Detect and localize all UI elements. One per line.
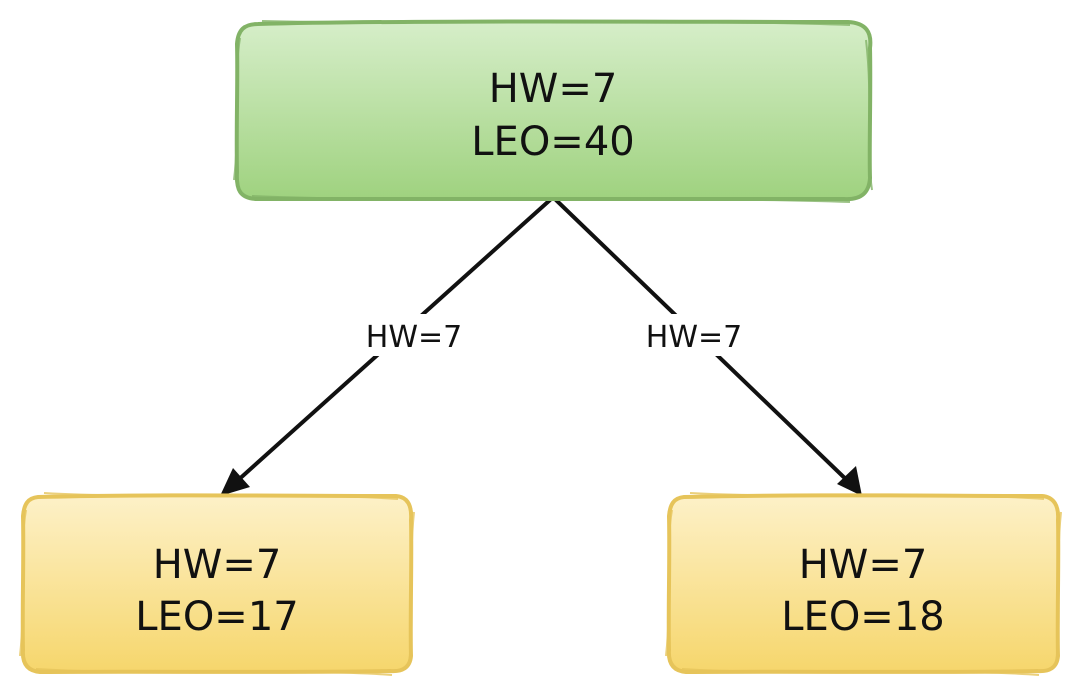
right-node-sketch-stroke (665, 492, 1062, 676)
root-node: HW=7 LEO=40 (233, 19, 873, 203)
right-node-hw: HW=7 (799, 542, 928, 588)
left-node-sketch-stroke (19, 492, 415, 676)
edge-left-label: HW=7 (366, 320, 462, 355)
left-node-hw: HW=7 (153, 542, 282, 588)
right-node: HW=7 LEO=18 (665, 492, 1062, 676)
left-node: HW=7 LEO=17 (19, 492, 415, 676)
edge-right-label: HW=7 (646, 320, 742, 355)
root-node-leo: LEO=40 (471, 119, 634, 165)
left-node-leo: LEO=17 (135, 594, 298, 640)
right-node-leo: LEO=18 (781, 594, 944, 640)
root-node-hw: HW=7 (489, 66, 618, 112)
root-node-sketch-stroke (233, 20, 873, 203)
edge-right-label-bg (638, 314, 750, 356)
edge-left-arrowhead (220, 468, 250, 496)
edge-root-to-right: HW=7 (554, 198, 862, 496)
edge-right-arrowhead (837, 466, 862, 496)
edge-left-label-bg (360, 314, 470, 356)
edge-root-to-left: HW=7 (220, 198, 552, 496)
